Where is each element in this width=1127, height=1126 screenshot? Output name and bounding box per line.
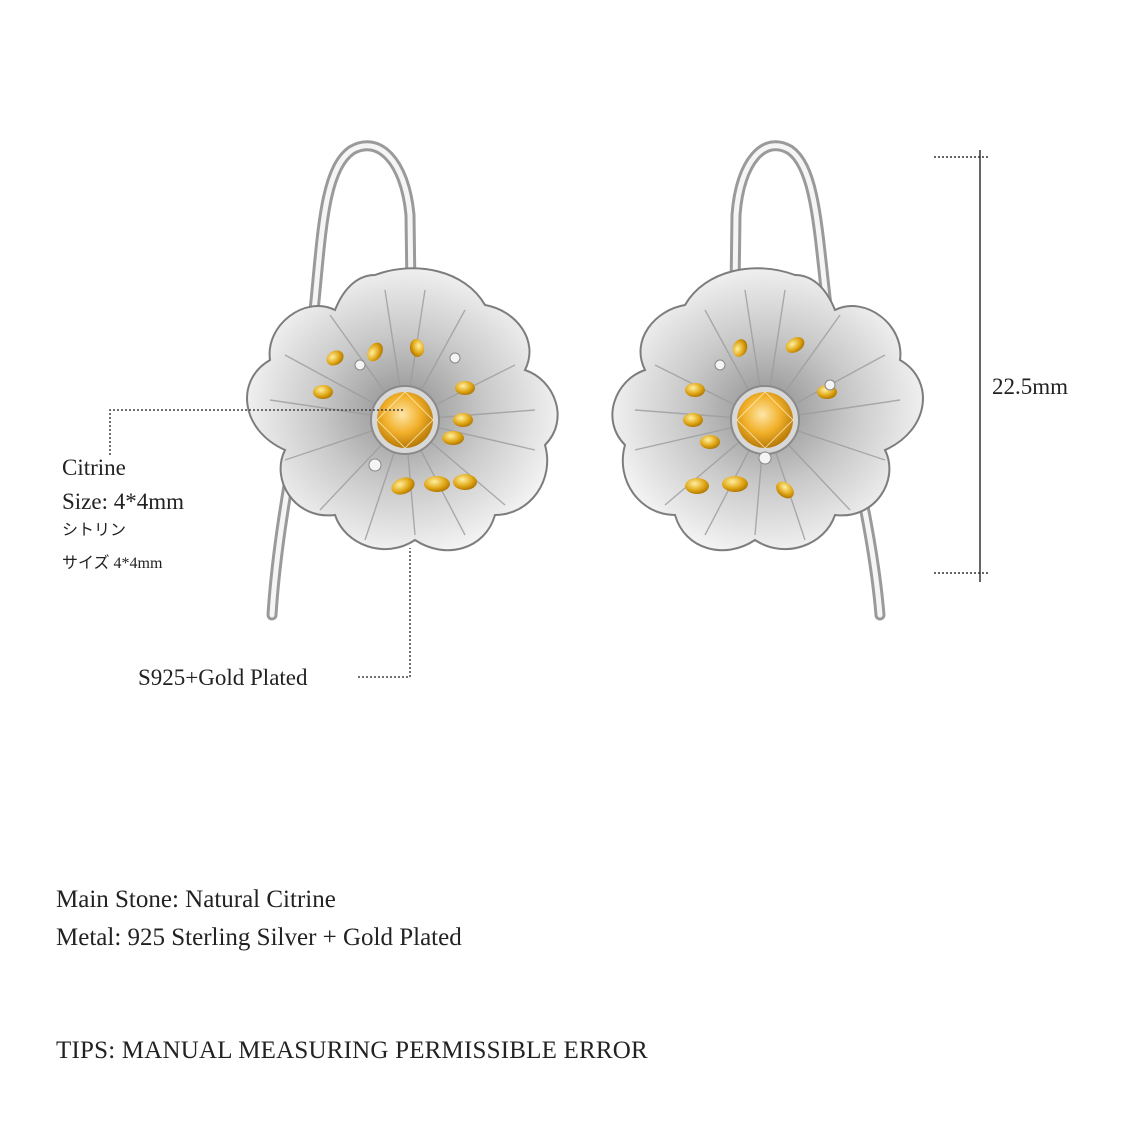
height-dimension-marker (934, 150, 990, 582)
left-flower (246, 267, 559, 552)
right-earring (611, 140, 924, 621)
spec-main-stone: Main Stone: Natural Citrine (56, 886, 336, 913)
stone-name-label: Citrine (62, 455, 126, 480)
left-earring (246, 140, 559, 621)
stone-leader-line (109, 409, 405, 455)
height-dimension-label: 22.5mm (992, 374, 1069, 399)
tips-note: TIPS: MANUAL MEASURING PERMISSIBLE ERROR (56, 1037, 648, 1064)
spec-metal: Metal: 925 Sterling Silver + Gold Plated (56, 924, 462, 951)
metal-leader-line (358, 548, 411, 678)
stone-size-label: Size: 4*4mm (62, 489, 185, 514)
metal-label: S925+Gold Plated (138, 665, 308, 690)
stone-size-ja-label: サイズ 4*4mm (62, 555, 163, 572)
stone-name-ja-label: シトリン (62, 522, 127, 539)
right-flower (611, 267, 924, 552)
